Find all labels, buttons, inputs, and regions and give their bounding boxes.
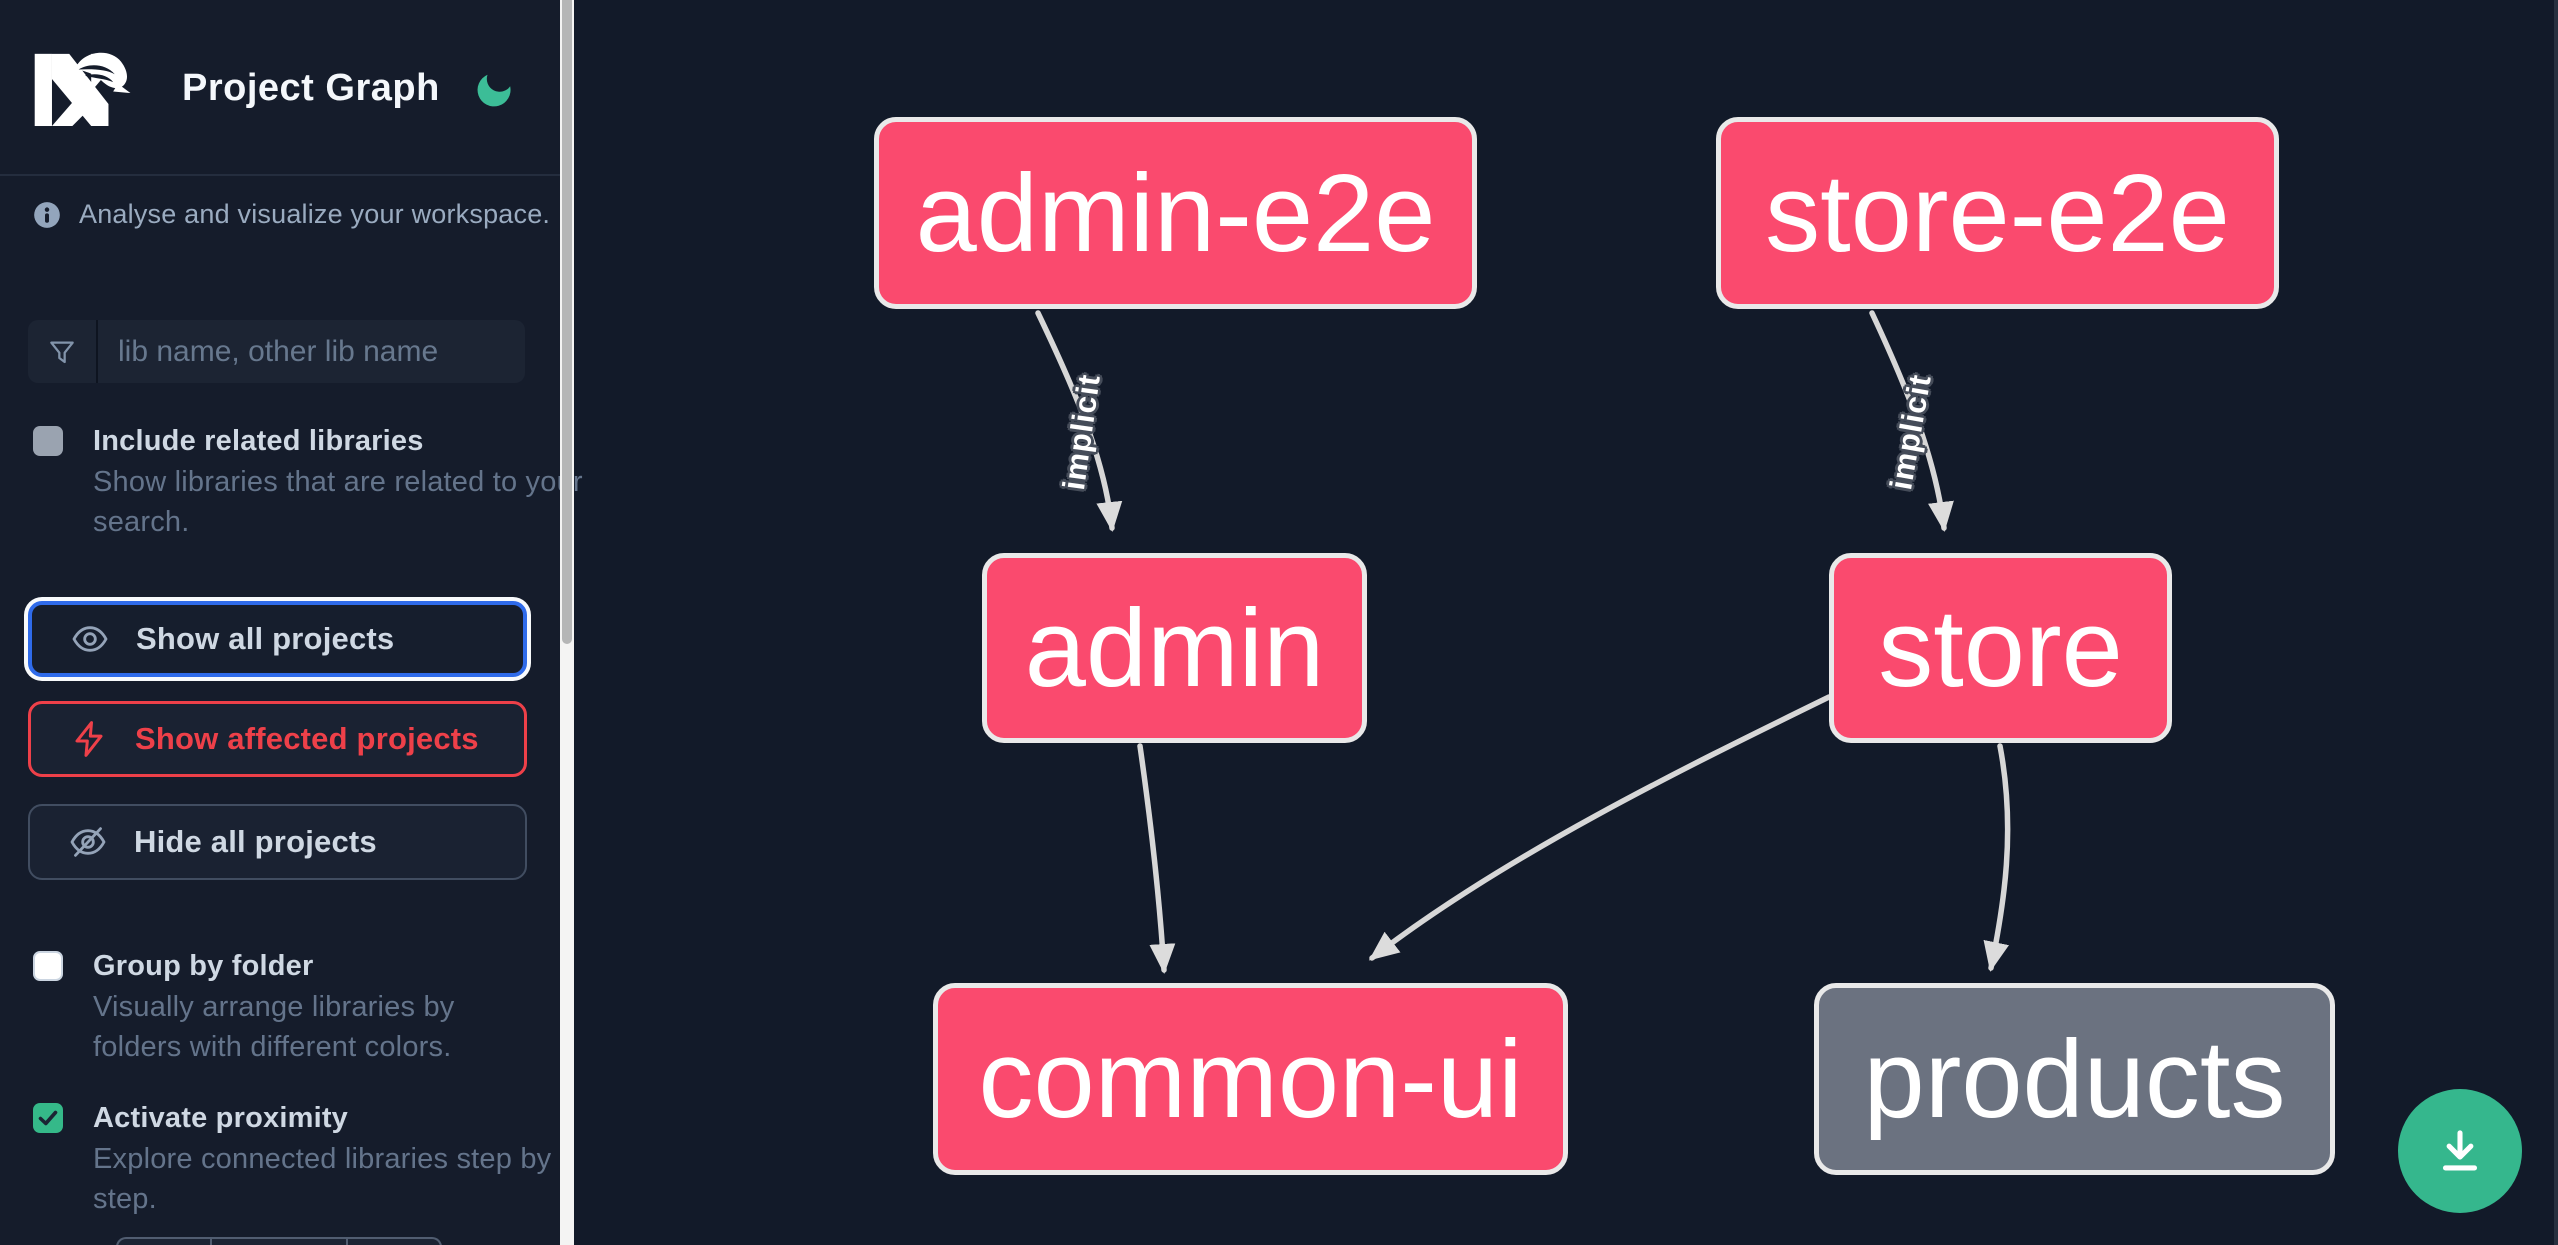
edge-label-implicit-admin: implicit [1056,371,1107,493]
sidebar: Project Graph Analyse and visualize your… [0,0,583,1245]
graph-node-store-e2e[interactable]: store-e2e [1716,117,2279,309]
node-label: admin-e2e [915,151,1436,275]
tagline-text: Analyse and visualize your workspace. [79,199,551,229]
edge-store-to-common-ui [1368,694,1832,961]
search-box [28,320,525,383]
node-label: store [1878,586,2123,710]
eye-off-icon [70,827,106,857]
proximity-decrement-button[interactable] [116,1237,210,1245]
edge-label-implicit-store: implicit [1883,371,1938,493]
proximity-value-display [210,1237,348,1245]
checkbox-group-by-folder-label[interactable]: Group by folder [93,950,314,982]
node-label: store-e2e [1765,151,2230,275]
hide-all-projects-button[interactable]: Hide all projects [28,804,527,880]
show-all-projects-button[interactable]: Show all projects [28,601,527,677]
show-affected-projects-label: Show affected projects [135,721,479,756]
info-icon [34,201,60,228]
checkbox-activate-proximity-label[interactable]: Activate proximity [93,1102,349,1134]
nx-logo-icon [34,52,131,127]
moon-icon[interactable] [472,68,516,112]
graph-node-admin-e2e[interactable]: admin-e2e [874,117,1477,309]
graph-node-products[interactable]: products [1814,983,2335,1175]
node-label: admin [1024,586,1325,710]
hide-all-projects-label: Hide all projects [134,824,377,859]
checkbox-group-by-folder-desc: Visually arrange libraries by folders wi… [93,991,455,1063]
checkbox-activate-proximity-desc: Explore connected libraries step by step… [93,1143,552,1215]
search-input[interactable] [98,320,525,383]
proximity-stepper-cutoff [116,1237,442,1245]
edge-store-to-products [1983,743,2011,972]
bolt-icon [75,721,103,757]
canvas-right-edge [2554,0,2558,1245]
graph-node-admin[interactable]: admin [982,553,1367,743]
checkbox-include-related-desc: Show libraries that are related to your … [93,466,583,538]
download-image-button[interactable] [2398,1089,2522,1213]
page-title: Project Graph [182,67,440,109]
checkbox-include-related-label[interactable]: Include related libraries [93,425,424,457]
show-affected-projects-button[interactable]: Show affected projects [28,701,527,777]
header-divider [0,174,560,176]
edge-admin-to-common-ui [1137,743,1176,974]
graph-node-store[interactable]: store [1829,553,2172,743]
checkbox-group-by-folder[interactable] [33,951,63,981]
workspace-tagline-row: Analyse and visualize your workspace. [33,199,550,230]
checkbox-activate-proximity[interactable] [33,1103,63,1133]
download-icon [2442,1130,2478,1171]
eye-icon [72,626,108,652]
sidebar-scrollbar-thumb[interactable] [562,0,572,644]
filter-funnel-icon [28,320,98,383]
show-all-projects-label: Show all projects [136,621,395,656]
node-label: products [1863,1017,2286,1141]
check-icon [38,1110,58,1126]
proximity-increment-button[interactable] [348,1237,442,1245]
node-label: common-ui [978,1017,1523,1141]
graph-node-common-ui[interactable]: common-ui [933,983,1568,1175]
checkbox-include-related[interactable] [33,426,63,456]
